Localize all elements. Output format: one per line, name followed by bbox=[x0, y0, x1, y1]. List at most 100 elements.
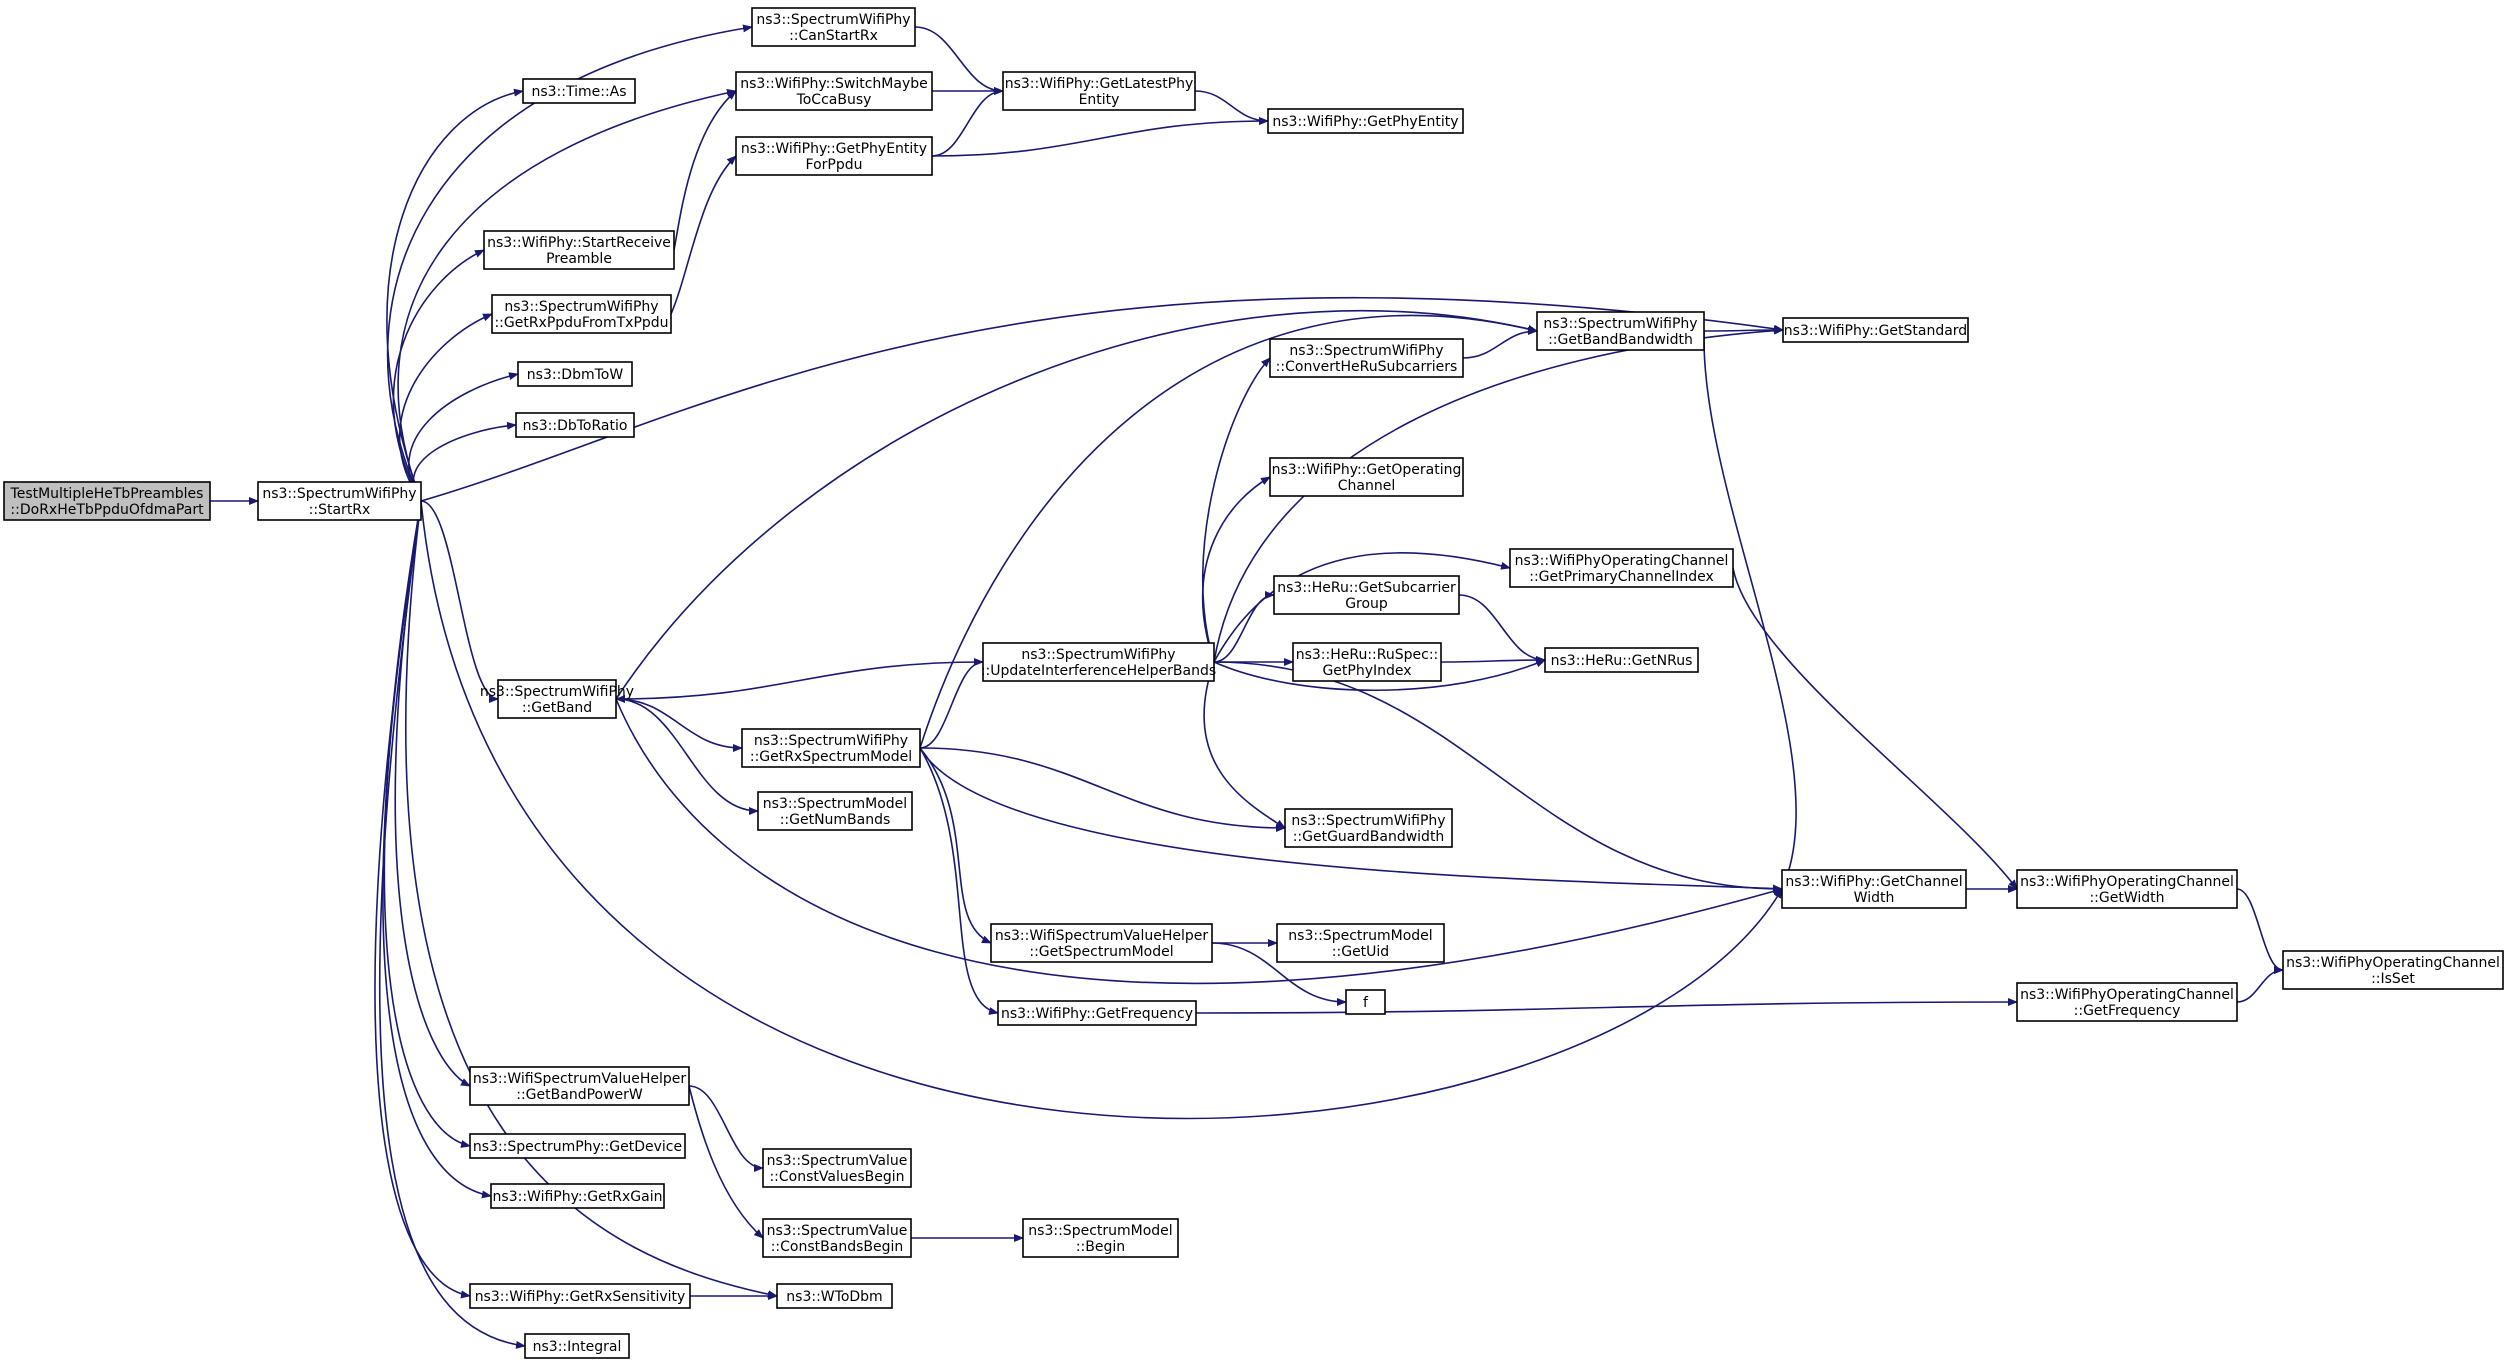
node-getrxspectrummodel[interactable]: ns3::SpectrumWifiPhy::GetRxSpectrumModel bbox=[741, 728, 921, 768]
node-box[interactable] bbox=[1284, 808, 1453, 848]
node-convertheru[interactable]: ns3::SpectrumWifiPhy::ConvertHeRuSubcarr… bbox=[1269, 338, 1464, 378]
node-box[interactable] bbox=[1276, 923, 1445, 963]
node-label: ns3::SpectrumWifiPhy bbox=[1291, 813, 1445, 829]
node-box[interactable] bbox=[1002, 71, 1196, 111]
node-updateinterference[interactable]: ns3::SpectrumWifiPhy::UpdateInterference… bbox=[981, 642, 1216, 682]
node-box[interactable] bbox=[491, 294, 672, 334]
node-label: ns3::SpectrumWifiPhy bbox=[1289, 343, 1443, 359]
node-getprimarychannelindex[interactable]: ns3::WifiPhyOperatingChannel::GetPrimary… bbox=[1509, 548, 1734, 588]
node-box[interactable] bbox=[1273, 575, 1460, 615]
node-label: ToCcaBusy bbox=[796, 92, 872, 108]
node-box[interactable] bbox=[1345, 989, 1386, 1015]
node-box[interactable] bbox=[762, 1148, 912, 1188]
node-box[interactable] bbox=[1269, 457, 1464, 497]
node-label: ::StartRx bbox=[309, 502, 371, 518]
node-getband[interactable]: ns3::SpectrumWifiPhy::GetBand bbox=[480, 679, 634, 719]
node-box[interactable] bbox=[741, 728, 921, 768]
node-constvaluesbegin[interactable]: ns3::SpectrumValue::ConstValuesBegin bbox=[762, 1148, 912, 1188]
node-box[interactable] bbox=[257, 481, 422, 521]
node-root[interactable]: TestMultipleHeTbPreambles::DoRxHeTbPpduO… bbox=[3, 481, 211, 521]
node-box[interactable] bbox=[776, 1283, 893, 1309]
node-getspectrummodel[interactable]: ns3::WifiSpectrumValueHelper::GetSpectru… bbox=[990, 923, 1213, 963]
node-box[interactable] bbox=[522, 78, 636, 104]
node-getstandard[interactable]: ns3::WifiPhy::GetStandard bbox=[1782, 317, 1969, 343]
edge-getband-to-getrxspectrummodel bbox=[615, 698, 743, 752]
node-box[interactable] bbox=[762, 1218, 912, 1258]
node-box[interactable] bbox=[1536, 311, 1705, 351]
node-box[interactable] bbox=[1292, 642, 1442, 682]
node-getwidth[interactable]: ns3::WifiPhyOperatingChannel::GetWidth bbox=[2016, 869, 2238, 909]
node-startrx[interactable]: ns3::SpectrumWifiPhy::StartRx bbox=[257, 481, 422, 521]
node-timeas[interactable]: ns3::Time::As bbox=[522, 78, 636, 104]
edge-startrx-to-dbtoratio bbox=[412, 421, 517, 502]
node-box[interactable] bbox=[2282, 950, 2504, 990]
node-label: ns3::SpectrumValue bbox=[767, 1153, 908, 1169]
node-box[interactable] bbox=[982, 642, 1215, 682]
node-integral[interactable]: ns3::Integral bbox=[524, 1333, 630, 1359]
node-box[interactable] bbox=[469, 1133, 686, 1159]
node-label: ns3::SpectrumWifiPhy bbox=[504, 299, 658, 315]
node-box[interactable] bbox=[1267, 108, 1464, 134]
node-box[interactable] bbox=[997, 1000, 1197, 1026]
node-getrxppdu[interactable]: ns3::SpectrumWifiPhy::GetRxPpduFromTxPpd… bbox=[491, 294, 672, 334]
node-box[interactable] bbox=[1781, 869, 1967, 909]
node-box[interactable] bbox=[490, 1183, 665, 1209]
node-label: ::GetSpectrumModel bbox=[1029, 944, 1173, 960]
node-getnumbands[interactable]: ns3::SpectrumModel::GetNumBands bbox=[757, 791, 913, 831]
node-getnrus[interactable]: ns3::HeRu::GetNRus bbox=[1544, 647, 1699, 673]
node-box[interactable] bbox=[735, 136, 933, 176]
node-getbandbandwidth[interactable]: ns3::SpectrumWifiPhy::GetBandBandwidth bbox=[1536, 311, 1705, 351]
node-label: ns3::SpectrumWifiPhy bbox=[754, 733, 908, 749]
node-box[interactable] bbox=[1269, 338, 1464, 378]
node-getfrequencychan[interactable]: ns3::WifiPhyOperatingChannel::GetFrequen… bbox=[2016, 982, 2238, 1022]
node-getrxsensitivity[interactable]: ns3::WifiPhy::GetRxSensitivity bbox=[469, 1283, 691, 1309]
edge-startrx-to-integral bbox=[378, 500, 526, 1349]
node-getfrequencyphy[interactable]: ns3::WifiPhy::GetFrequency bbox=[997, 1000, 1197, 1026]
edge-getband-to-getbandbandwidth bbox=[615, 309, 1538, 700]
node-box[interactable] bbox=[990, 923, 1213, 963]
node-box[interactable] bbox=[1022, 1218, 1179, 1258]
node-box[interactable] bbox=[735, 71, 933, 111]
node-getdevice[interactable]: ns3::SpectrumPhy::GetDevice bbox=[469, 1133, 686, 1159]
node-box[interactable] bbox=[524, 1333, 630, 1359]
node-getphyentity[interactable]: ns3::WifiPhy::GetPhyEntity bbox=[1267, 108, 1464, 134]
node-box[interactable] bbox=[1782, 317, 1969, 343]
node-f[interactable]: f bbox=[1345, 989, 1386, 1015]
node-box[interactable] bbox=[2016, 982, 2238, 1022]
node-box[interactable] bbox=[2016, 869, 2238, 909]
node-label: ns3::WifiPhy::GetChannel bbox=[1785, 874, 1962, 890]
node-box[interactable] bbox=[469, 1283, 691, 1309]
node-getguardbandwidth[interactable]: ns3::SpectrumWifiPhy::GetGuardBandwidth bbox=[1284, 808, 1453, 848]
node-box[interactable] bbox=[3, 481, 211, 521]
edge-getrxspectrummodel-to-getchannelwidth bbox=[919, 747, 1783, 893]
node-getrxgain[interactable]: ns3::WifiPhy::GetRxGain bbox=[490, 1183, 665, 1209]
node-wtodbm[interactable]: ns3::WToDbm bbox=[776, 1283, 893, 1309]
node-dbtoratio[interactable]: ns3::DbToRatio bbox=[515, 412, 635, 438]
node-constbandsbegin[interactable]: ns3::SpectrumValue::ConstBandsBegin bbox=[762, 1218, 912, 1258]
node-modelbegin[interactable]: ns3::SpectrumModel::Begin bbox=[1022, 1218, 1179, 1258]
node-box[interactable] bbox=[497, 679, 617, 719]
node-getphyindex[interactable]: ns3::HeRu::RuSpec::GetPhyIndex bbox=[1292, 642, 1442, 682]
node-box[interactable] bbox=[757, 791, 913, 831]
node-dbmtow[interactable]: ns3::DbmToW bbox=[517, 361, 633, 387]
node-isset[interactable]: ns3::WifiPhyOperatingChannel::IsSet bbox=[2282, 950, 2504, 990]
node-getbandpowerw[interactable]: ns3::WifiSpectrumValueHelper::GetBandPow… bbox=[469, 1066, 690, 1106]
node-box[interactable] bbox=[1544, 647, 1699, 673]
node-box[interactable] bbox=[483, 230, 675, 270]
node-box[interactable] bbox=[469, 1066, 690, 1106]
node-box[interactable] bbox=[1509, 548, 1734, 588]
node-box[interactable] bbox=[515, 412, 635, 438]
node-getuid[interactable]: ns3::SpectrumModel::GetUid bbox=[1276, 923, 1445, 963]
edge-getlatestphy-to-getphyentity bbox=[1194, 90, 1269, 125]
node-box[interactable] bbox=[517, 361, 633, 387]
node-box[interactable] bbox=[751, 7, 916, 47]
node-canstartrx[interactable]: ns3::SpectrumWifiPhy::CanStartRx bbox=[751, 7, 916, 47]
